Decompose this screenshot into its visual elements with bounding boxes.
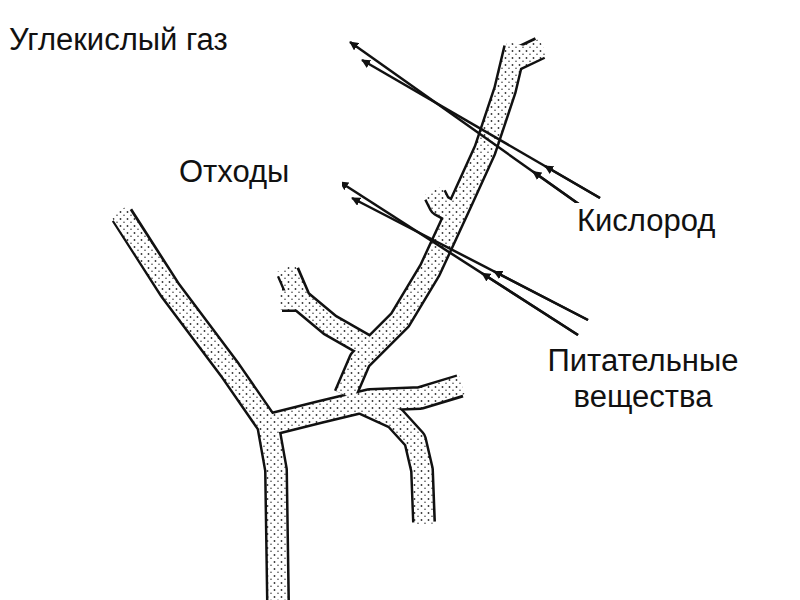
transport-arrows <box>340 42 600 335</box>
waste-arrow <box>340 182 578 335</box>
waste-arrow <box>352 198 588 320</box>
waste-label: Отходы <box>176 154 342 190</box>
co2-arrow <box>362 60 600 198</box>
co2-arrow <box>350 42 590 212</box>
oxygen-label: Кислород <box>574 203 796 239</box>
nutrient-label: Питательные вещества <box>490 343 796 414</box>
gas-label: Углекислый газ <box>6 22 342 58</box>
nutrient-arrow <box>494 271 588 320</box>
oxygen-arrow <box>545 166 600 198</box>
nutrient-arrow <box>482 273 578 335</box>
